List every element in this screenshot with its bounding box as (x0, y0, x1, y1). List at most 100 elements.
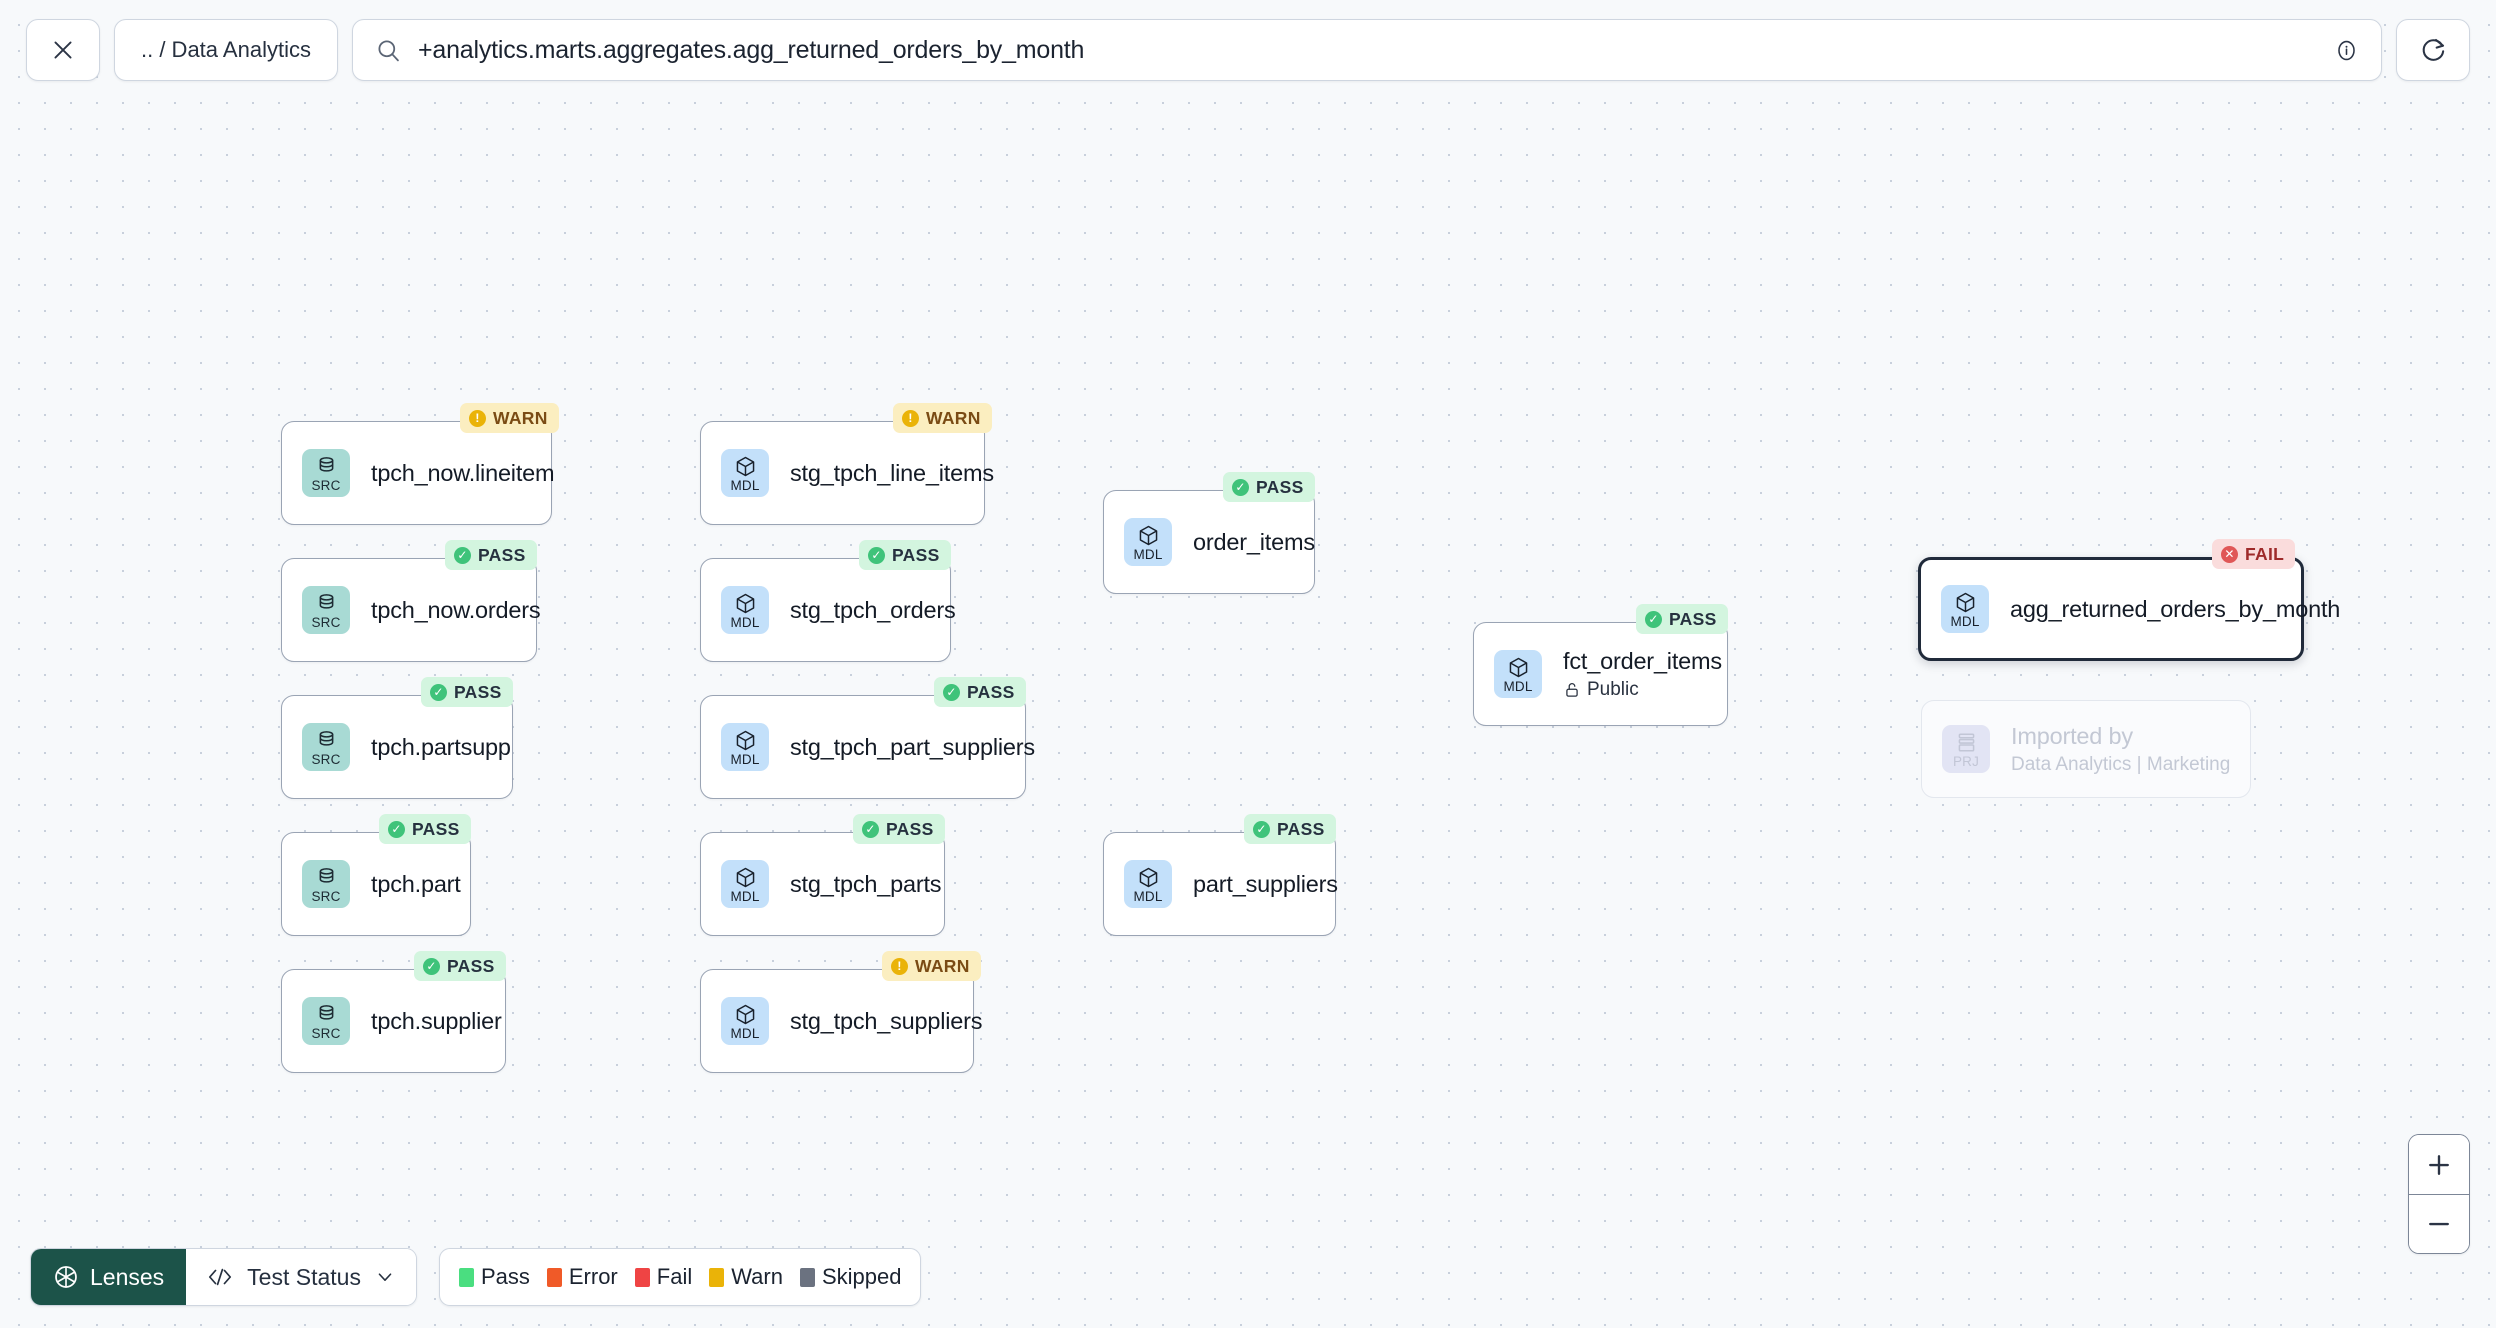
zoom-out-button[interactable] (2409, 1194, 2469, 1253)
node-type-badge-mdl: MDL (721, 449, 769, 497)
legend-item-skipped[interactable]: Skipped (799, 1264, 901, 1290)
status-badge-pass[interactable]: ✓PASS (859, 540, 951, 570)
status-icon-pass: ✓ (868, 546, 885, 564)
status-badge-pass[interactable]: ✓ PASS (1636, 604, 1728, 634)
legend-swatch-fail (634, 1267, 650, 1287)
status-badge-warn[interactable]: ! WARN (460, 403, 559, 433)
status-badge-warn[interactable]: ! WARN (893, 403, 992, 433)
node-body: tpch_now.lineitem (371, 460, 555, 487)
node-label: tpch_now.orders (371, 596, 541, 623)
graph-node-stg_tpch_orders[interactable]: MDL stg_tpch_orders (700, 558, 956, 662)
status-label: FAIL (2245, 543, 2285, 564)
graph-node-stg_tpch_parts[interactable]: MDL stg_tpch_parts (700, 832, 945, 936)
aperture-icon (55, 1266, 77, 1288)
node-type-label: SRC (311, 477, 341, 493)
node-label: part_suppliers (1193, 870, 1338, 897)
node-type-badge-src: SRC (302, 723, 350, 771)
status-badge-warn[interactable]: !WARN (882, 951, 981, 981)
legend-item-fail[interactable]: Fail (634, 1264, 693, 1290)
node-label: tpch.part (371, 870, 461, 897)
chevron-down-icon (378, 1273, 392, 1281)
legend-item-error[interactable]: Error (546, 1264, 618, 1290)
node-body: tpch.supplier (371, 1008, 502, 1035)
status-badge-pass[interactable]: ✓PASS (934, 677, 1026, 707)
zoom-in-button[interactable] (2409, 1135, 2469, 1194)
node-sublabel: Data Analytics | Marketing (2011, 753, 2231, 775)
graph-node-stg_tpch_suppliers[interactable]: MDL stg_tpch_suppliers (700, 969, 983, 1073)
lenses-label: Lenses (90, 1263, 165, 1290)
node-type-badge-mdl: MDL (1124, 518, 1172, 566)
graph-node-part_suppliers[interactable]: MDL part_suppliers (1103, 832, 1338, 936)
cube-icon (736, 867, 754, 887)
status-icon-pass: ✓ (943, 683, 960, 701)
node-type-badge-src: SRC (302, 860, 350, 908)
node-type-badge-src: SRC (302, 449, 350, 497)
lenses-button[interactable]: Lenses (31, 1249, 187, 1305)
info-icon[interactable] (2334, 38, 2359, 63)
refresh-button[interactable] (2396, 19, 2470, 81)
node-body: stg_tpch_orders (790, 596, 956, 624)
breadcrumb[interactable]: .. / Data Analytics (114, 19, 338, 81)
database-icon (319, 730, 333, 746)
legend-swatch-error (546, 1267, 562, 1287)
graph-node-tpch_part[interactable]: SRC tpch.part (281, 832, 471, 936)
status-badge-pass[interactable]: ✓PASS (414, 951, 506, 981)
node-body: tpch_now.orders (371, 596, 541, 624)
node-type-badge-mdl: MDL (721, 586, 769, 634)
status-badge-fail[interactable]: ✕ FAIL (2212, 539, 2296, 569)
legend-item-warn[interactable]: Warn (709, 1264, 783, 1290)
status-label: WARN (493, 407, 548, 428)
node-type-badge-mdl: MDL (1124, 860, 1172, 908)
node-type-label: MDL (730, 1025, 760, 1041)
search-input[interactable]: +analytics.marts.aggregates.agg_returned… (351, 19, 2382, 81)
node-label: order_items (1193, 528, 1315, 555)
status-icon-warn: ! (902, 409, 919, 427)
status-badge-pass[interactable]: ✓PASS (1223, 472, 1315, 502)
node-type-label: MDL (730, 888, 760, 904)
code-icon (209, 1268, 232, 1286)
node-body: stg_tpch_parts (790, 870, 942, 898)
status-badge-pass[interactable]: ✓PASS (445, 540, 537, 570)
status-legend: Pass Error Fail Warn Skipped (438, 1248, 922, 1306)
node-type-label: MDL (1133, 888, 1163, 904)
breadcrumb-label: .. / Data Analytics (141, 37, 311, 62)
test-status-dropdown[interactable]: Test Status (186, 1249, 416, 1305)
database-icon (319, 867, 333, 883)
status-label: PASS (1669, 608, 1717, 629)
graph-node-tpch_now_lineitem[interactable]: SRC tpch_now.lineitem (281, 421, 555, 525)
graph-node-order_items[interactable]: MDL order_items (1103, 490, 1315, 594)
close-button[interactable] (26, 19, 100, 81)
status-badge-pass[interactable]: ✓PASS (853, 814, 945, 844)
legend-item-pass[interactable]: Pass (458, 1264, 530, 1290)
node-label: stg_tpch_orders (790, 596, 956, 623)
legend-label: Fail (656, 1264, 693, 1289)
status-badge-pass[interactable]: ✓PASS (1244, 814, 1336, 844)
zoom-controls (2408, 1134, 2470, 1254)
status-icon-warn: ! (469, 409, 486, 427)
node-label: tpch.supplier (371, 1007, 502, 1034)
refresh-icon (2422, 38, 2444, 61)
node-label: stg_tpch_part_suppliers (790, 733, 1035, 760)
status-badge-pass[interactable]: ✓PASS (421, 677, 513, 707)
test-status-label: Test Status (247, 1263, 361, 1290)
cube-icon (736, 1004, 754, 1024)
status-label: PASS (447, 955, 495, 976)
node-type-label: PRJ (1952, 753, 1980, 769)
node-label: stg_tpch_parts (790, 870, 942, 897)
node-type-badge-mdl: MDL (721, 997, 769, 1045)
status-icon-fail: ✕ (2221, 545, 2238, 563)
project-icon (1958, 732, 1974, 752)
node-label: stg_tpch_suppliers (790, 1007, 983, 1034)
status-icon-pass: ✓ (1645, 610, 1662, 628)
status-label: WARN (926, 407, 981, 428)
status-badge-pass[interactable]: ✓PASS (379, 814, 471, 844)
node-body: part_suppliers (1193, 870, 1338, 898)
